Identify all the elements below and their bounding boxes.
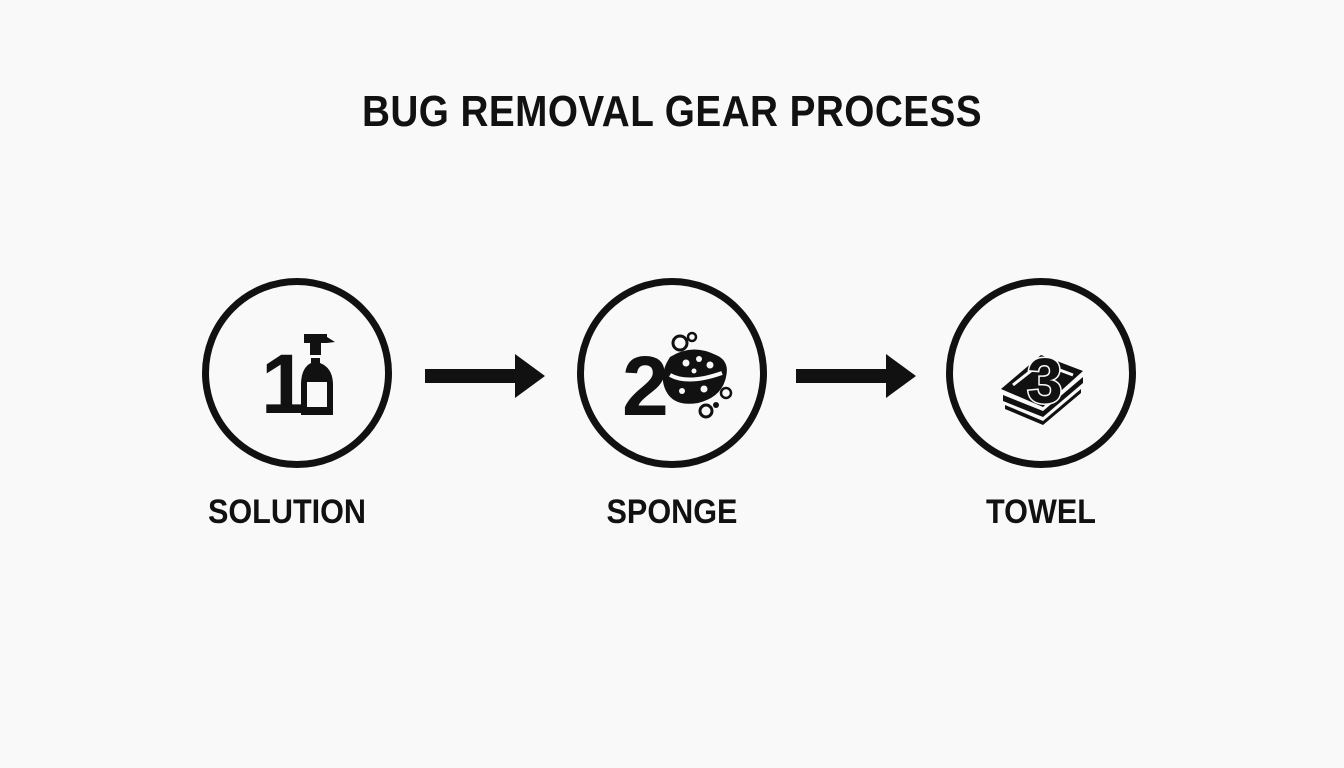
- arrow-1-to-2: [425, 352, 547, 400]
- step-2-circle: 2: [577, 278, 767, 468]
- step-1-number: 1: [261, 337, 308, 431]
- arrow-2-to-3: [796, 352, 918, 400]
- step-2-number: 2: [622, 339, 669, 433]
- step-3-number: 3: [1027, 345, 1063, 417]
- step-3-circle: 3: [946, 278, 1136, 468]
- spray-bottle-icon: 1: [261, 334, 335, 431]
- step-2-label: SPONGE: [606, 493, 738, 531]
- diagram-title: BUG REMOVAL GEAR PROCESS: [361, 87, 983, 136]
- towel-icon: 3: [1001, 344, 1083, 425]
- step-1-circle: 1: [202, 278, 392, 468]
- step-3-label: TOWEL: [986, 493, 1096, 531]
- step-1-label: SOLUTION: [207, 493, 367, 531]
- sponge-icon: 2: [622, 331, 733, 433]
